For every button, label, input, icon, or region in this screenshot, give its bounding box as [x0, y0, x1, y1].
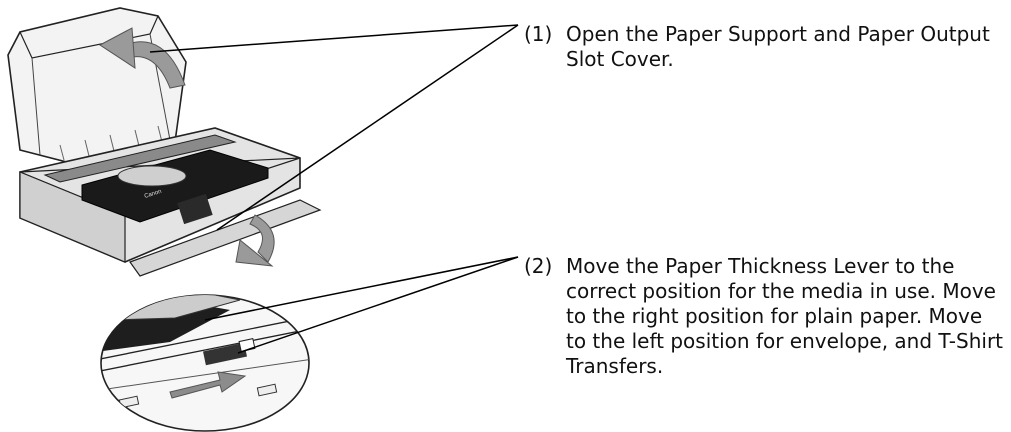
lever-closeup	[100, 294, 310, 432]
step-2-text: Move the Paper Thickness Lever to the co…	[566, 254, 1004, 378]
leader-line-step2-a	[204, 256, 519, 321]
right-arrow-icon	[169, 371, 247, 399]
printer-body	[19, 127, 322, 277]
printer-panel	[81, 149, 269, 223]
leader-line-step1-b	[216, 24, 519, 231]
curved-arrow-up-icon	[99, 27, 186, 89]
printer-brand-label: Canon	[144, 189, 163, 200]
leader-line-step2-b	[237, 256, 519, 354]
curved-arrow-down-icon	[235, 214, 275, 267]
leader-line-step1-a	[149, 24, 519, 53]
step-2-number: (2)	[524, 254, 553, 278]
step-2: (2) Move the Paper Thickness Lever to th…	[524, 254, 1004, 379]
step-1-number: (1)	[524, 22, 553, 46]
step-1-text: Open the Paper Support and Paper Output …	[566, 22, 990, 71]
step-1: (1) Open the Paper Support and Paper Out…	[524, 22, 1004, 72]
